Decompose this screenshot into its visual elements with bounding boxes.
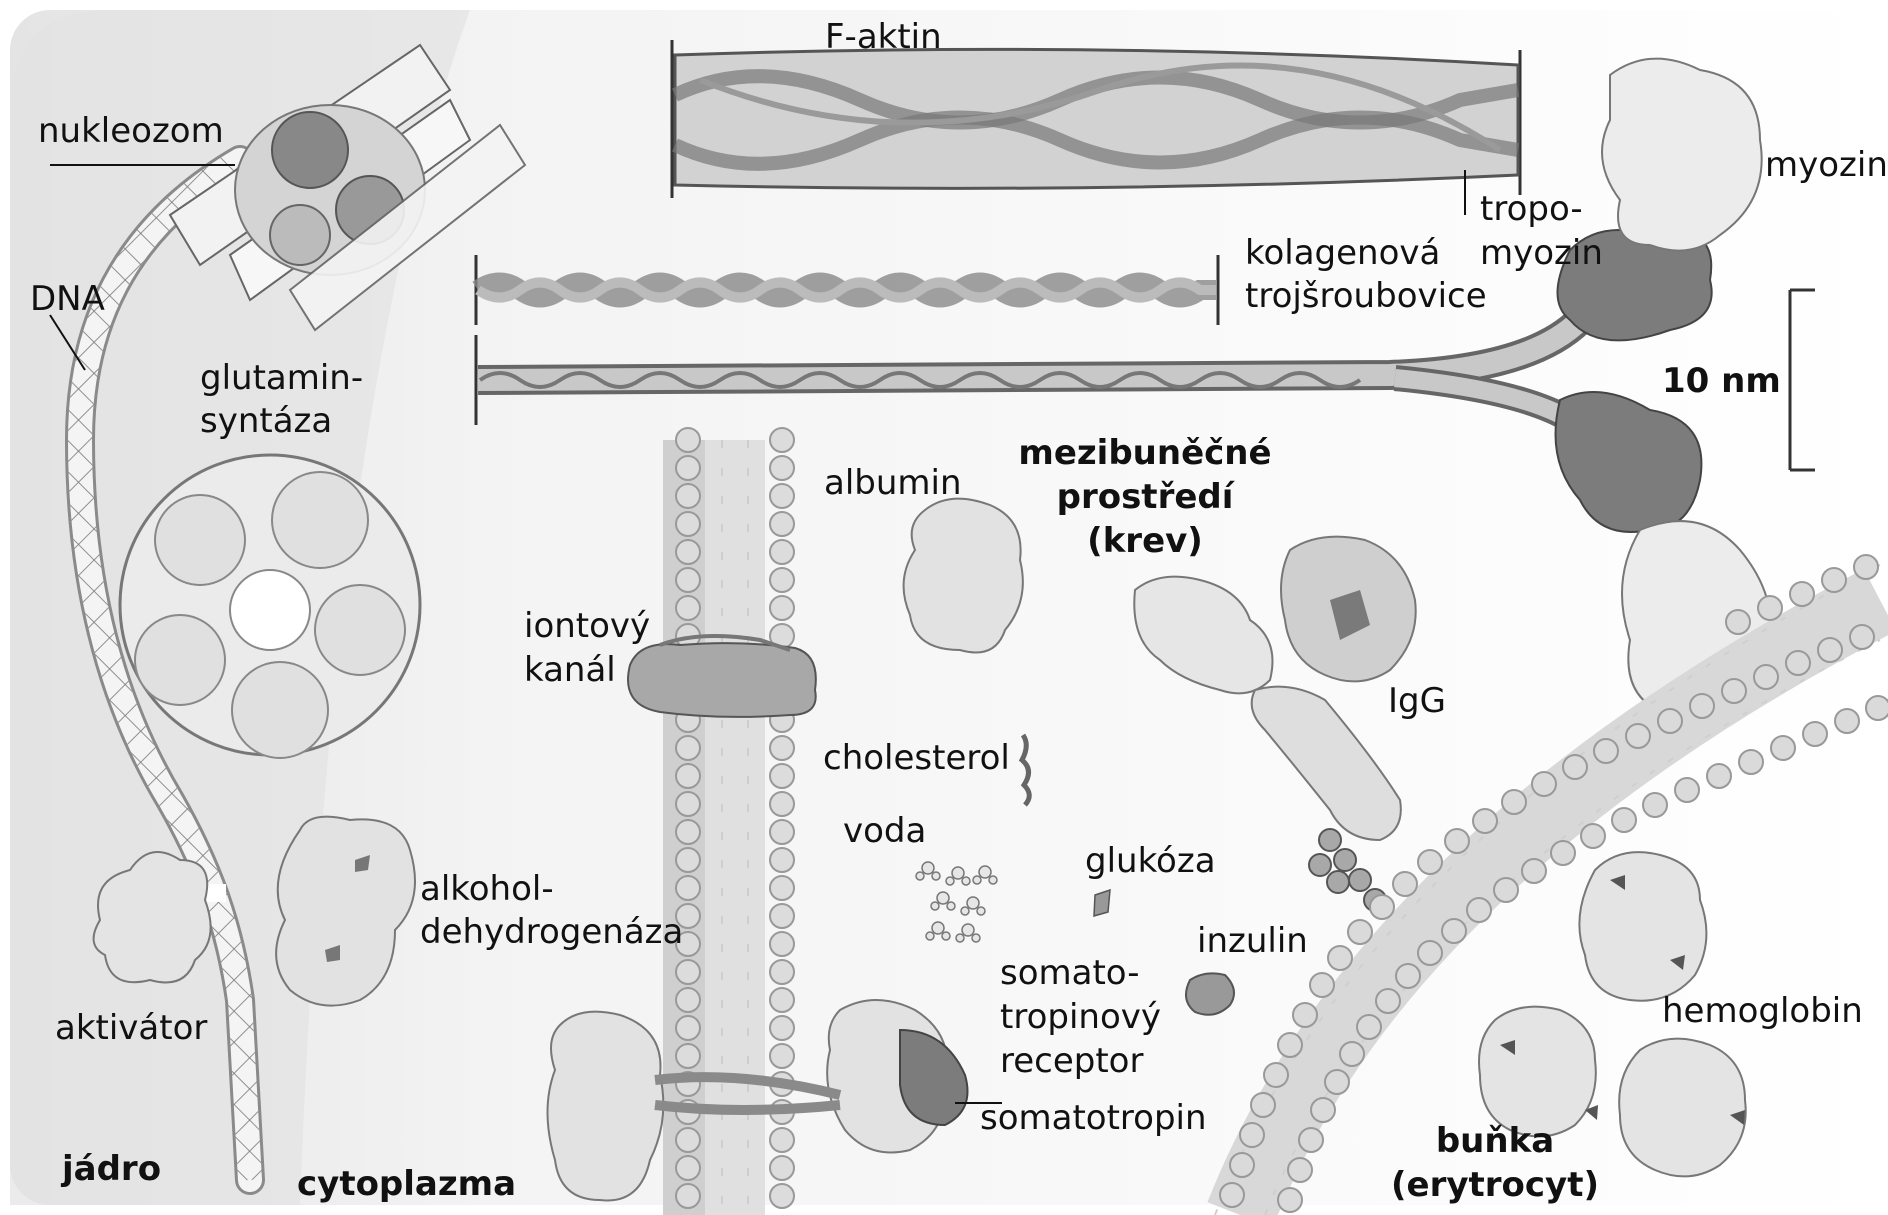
label-iontovy-line2: kanál	[524, 649, 616, 692]
label-hemoglobin: hemoglobin	[1662, 990, 1863, 1033]
label-aktivator: aktivátor	[55, 1007, 207, 1050]
label-jadro: jádro	[62, 1148, 161, 1191]
label-alkohol-line2: dehydrogenáza	[420, 911, 683, 954]
label-inzulin: inzulin	[1197, 920, 1308, 963]
label-mezibunecne-line2: prostředí	[1015, 476, 1275, 519]
label-kolagen-line2: trojšroubovice	[1245, 275, 1487, 318]
label-mezibunecne-line1: mezibuněčné	[1015, 432, 1275, 475]
label-dna: DNA	[30, 278, 105, 321]
label-somatotropin: somatotropin	[980, 1097, 1207, 1140]
label-cytoplazma: cytoplazma	[297, 1163, 516, 1206]
label-albumin: albumin	[824, 462, 962, 505]
f-actin-filament	[672, 40, 1520, 198]
ion-channel	[628, 636, 816, 717]
insulin-molecule	[1186, 973, 1234, 1014]
label-mezibunecne-line3: (krev)	[1015, 520, 1275, 563]
glutamine-synthetase	[120, 455, 420, 758]
label-glukoza: glukóza	[1085, 840, 1216, 883]
label-somato-line1: somato-	[1000, 952, 1140, 995]
label-bunka-line2: (erytrocyt)	[1380, 1164, 1610, 1207]
label-igg: IgG	[1388, 680, 1446, 723]
label-somato-line2: tropinový	[1000, 996, 1161, 1039]
label-nukleozom: nukleozom	[38, 110, 224, 153]
albumin-protein	[904, 499, 1023, 653]
glucose-molecule	[1094, 890, 1110, 916]
label-10nm: 10 nm	[1662, 360, 1781, 403]
label-f-aktin: F-aktin	[825, 16, 942, 59]
label-somato-line3: receptor	[1000, 1040, 1143, 1083]
label-tropomyozin-line1: tropo-	[1480, 188, 1583, 231]
label-kolagen-line1: kolagenová	[1245, 232, 1440, 275]
label-bunka-line1: buňka	[1380, 1120, 1610, 1163]
label-glutamin-line1: glutamin-	[200, 357, 363, 400]
label-glutamin-line2: syntáza	[200, 400, 332, 443]
label-iontovy-line1: iontový	[524, 605, 650, 648]
label-myozin: myozin	[1765, 144, 1888, 187]
label-tropomyozin-line2: myozin	[1480, 232, 1603, 275]
label-alkohol-line1: alkohol-	[420, 868, 554, 911]
label-voda: voda	[843, 810, 926, 853]
label-cholesterol: cholesterol	[823, 737, 1010, 780]
